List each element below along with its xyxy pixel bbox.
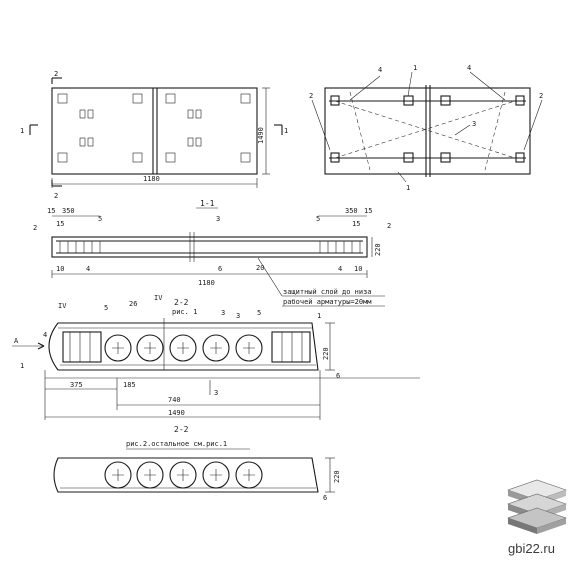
dim-375: 375 bbox=[70, 381, 83, 389]
section-2-2-title: 2-2 bbox=[174, 298, 189, 307]
rp-marker-1-bottom: 1 bbox=[406, 184, 410, 192]
s11-dim-1180: 1180 bbox=[198, 279, 215, 287]
cover-note-2: рабочей арматуры=20мм bbox=[283, 298, 372, 306]
arrow-a-label: A bbox=[14, 337, 19, 345]
sv-dim-220: 220 bbox=[322, 347, 330, 360]
rp-marker-4-right: 4 bbox=[467, 64, 471, 72]
logo-cubes-icon bbox=[507, 479, 567, 534]
bottom-title-2: рис.2.остальное см.рис.1 bbox=[126, 440, 227, 448]
sv-marker-5-left: 5 bbox=[104, 304, 108, 312]
plan-view-left bbox=[29, 77, 283, 188]
sv-marker-3-b: 3 bbox=[236, 312, 240, 320]
rp-marker-3: 3 bbox=[472, 120, 476, 128]
sv-marker-3-a: 3 bbox=[221, 309, 225, 317]
s11-dim-10-right: 10 bbox=[354, 265, 362, 273]
rp-marker-2-left: 2 bbox=[309, 92, 313, 100]
dim-width-plan: 1490 bbox=[257, 127, 265, 144]
marker-1-left: 1 bbox=[20, 127, 24, 135]
sv-marker-5-right: 5 bbox=[257, 309, 261, 317]
s11-dim-20: 20 bbox=[256, 264, 264, 272]
sv-marker-6: 6 bbox=[336, 372, 340, 380]
section-1-1-drawing bbox=[51, 215, 385, 307]
sv-marker-4: 4 bbox=[43, 331, 47, 339]
s11-dim-15-right2: 15 bbox=[352, 220, 360, 228]
s11-marker-5-right: 5 bbox=[316, 215, 320, 223]
s11-dim-15-right: 15 bbox=[364, 207, 372, 215]
section-1-1-title: 1-1 bbox=[200, 199, 215, 208]
fig-ref: рис. 1 bbox=[172, 308, 197, 316]
section-fig2-drawing bbox=[53, 457, 335, 493]
fig2-marker-6: 6 bbox=[323, 494, 327, 502]
watermark-text: gbi22.ru bbox=[508, 541, 555, 556]
fig2-dim-220: 220 bbox=[333, 470, 341, 483]
s11-dim-15-left: 15 bbox=[47, 207, 55, 215]
rp-marker-1-top: 1 bbox=[413, 64, 417, 72]
s11-marker-4-left: 4 bbox=[86, 265, 90, 273]
dim-26: 26 bbox=[129, 300, 137, 308]
marker-1-right: 1 bbox=[284, 127, 288, 135]
s11-dim-10-left: 10 bbox=[56, 265, 64, 273]
s11-dim-15-left2: 15 bbox=[56, 220, 64, 228]
cover-note-1: защитный слой до низа bbox=[283, 288, 372, 296]
dim-1490: 1490 bbox=[168, 409, 185, 417]
sv-marker-3-bottom: 3 bbox=[214, 389, 218, 397]
s11-marker-2-right: 2 bbox=[387, 222, 391, 230]
dim-185: 185 bbox=[123, 381, 136, 389]
s11-marker-5-left: 5 bbox=[98, 215, 102, 223]
dim-740: 740 bbox=[168, 396, 181, 404]
s11-dim-350-left: 350 bbox=[62, 207, 75, 215]
view-iv-left: IV bbox=[58, 302, 67, 310]
marker-2-top: 2 bbox=[54, 70, 58, 78]
s11-dim-220: 220 bbox=[374, 243, 382, 256]
s11-marker-4-right: 4 bbox=[338, 265, 342, 273]
rp-marker-2-right: 2 bbox=[539, 92, 543, 100]
sv-marker-1-right: 1 bbox=[317, 312, 321, 320]
section-voids-drawing bbox=[12, 318, 420, 420]
s11-dim-350-right: 350 bbox=[345, 207, 358, 215]
dim-length-plan: 1180 bbox=[143, 175, 160, 183]
reinforcement-plan bbox=[311, 71, 543, 183]
s11-marker-2-left: 2 bbox=[33, 224, 37, 232]
rp-marker-4-left: 4 bbox=[378, 66, 382, 74]
s11-marker-6: 6 bbox=[218, 265, 222, 273]
marker-2-bottom: 2 bbox=[54, 192, 58, 200]
bottom-title-1: 2-2 bbox=[174, 425, 189, 434]
s11-marker-3: 3 bbox=[216, 215, 220, 223]
view-iv-mid: IV bbox=[154, 294, 163, 302]
sv-marker-1-left: 1 bbox=[20, 362, 24, 370]
